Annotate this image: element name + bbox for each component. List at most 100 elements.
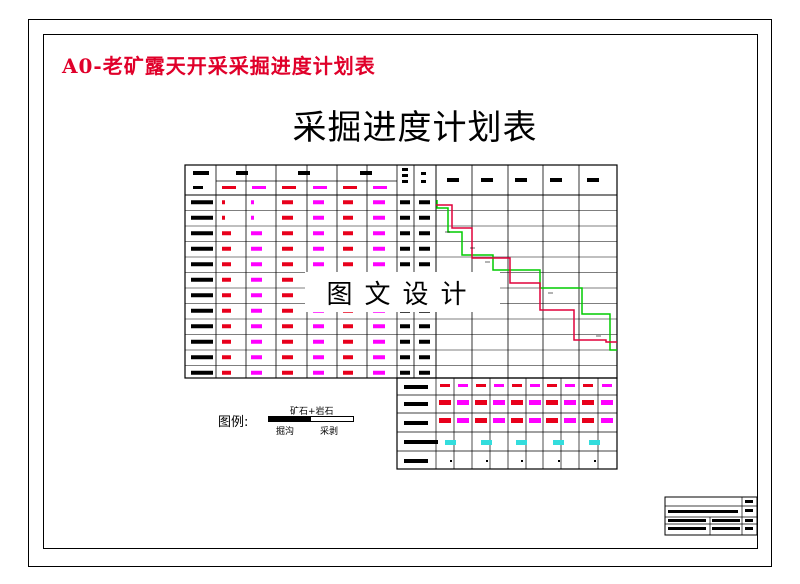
summary-dot-mark: [521, 460, 523, 462]
row-mark: [251, 293, 262, 298]
row-mark: [419, 339, 430, 344]
row-mark: [373, 246, 385, 251]
summary-cell-mark: [475, 418, 487, 423]
title-block-mark: [745, 527, 753, 530]
summary-cyan-mark: [481, 440, 492, 445]
row-mark: [313, 215, 324, 220]
summary-cell-mark: [493, 400, 505, 405]
row-mark: [313, 370, 324, 375]
row-mark: [400, 339, 410, 344]
row-mark: [282, 200, 293, 205]
watermark: 图文设计: [305, 272, 500, 312]
legend-right-text: 采剥: [320, 427, 339, 437]
row-mark: [222, 231, 231, 236]
row-label-mark: [191, 246, 213, 251]
header-mark: [402, 174, 408, 177]
row-mark: [222, 308, 231, 313]
title-block: [664, 496, 758, 536]
row-mark: [373, 324, 385, 329]
summary-cell-mark: [493, 418, 505, 423]
row-mark: [373, 231, 385, 236]
row-mark: [313, 339, 324, 344]
row-label-mark: [191, 324, 213, 329]
row-mark: [282, 215, 293, 220]
subheader-mark: [373, 186, 387, 189]
summary-cell-mark: [439, 400, 451, 405]
summary-header-mark: [530, 384, 540, 387]
summary-cell-mark: [511, 400, 523, 405]
header-mark: [550, 178, 562, 182]
summary-header-mark: [458, 384, 468, 387]
row-mark: [373, 339, 385, 344]
header-mark: [298, 171, 310, 175]
summary-cell-mark: [511, 418, 523, 423]
legend-bar: [268, 416, 354, 422]
summary-cell-mark: [582, 400, 594, 405]
row-mark: [282, 246, 293, 251]
outer-frame: [28, 19, 772, 567]
row-mark: [419, 324, 430, 329]
title-block-mark: [668, 510, 738, 513]
row-label-mark: [191, 308, 213, 313]
row-mark: [222, 324, 231, 329]
row-mark: [282, 324, 293, 329]
summary-cell-mark: [564, 400, 576, 405]
summary-cell-mark: [475, 400, 487, 405]
row-mark: [222, 277, 231, 282]
row-label-mark: [191, 355, 213, 360]
row-mark: [343, 370, 353, 375]
header-mark: [402, 168, 408, 171]
row-mark: [313, 324, 324, 329]
summary-table-border: [396, 377, 618, 470]
row-mark: [222, 246, 231, 251]
summary-label-mark: [404, 459, 428, 463]
legend-left-text: 掘沟: [276, 427, 295, 437]
row-mark: [313, 355, 324, 360]
legend-top-text: 矿石+岩石: [290, 407, 334, 417]
row-mark: [313, 246, 324, 251]
summary-cell-mark: [546, 418, 558, 423]
row-mark: [222, 370, 231, 375]
row-mark: [373, 262, 385, 267]
summary-cell-mark: [529, 400, 541, 405]
row-mark: [419, 231, 430, 236]
row-mark: [400, 355, 410, 360]
title-block-mark: [745, 500, 753, 503]
main-title: 采掘进度计划表: [292, 108, 538, 148]
header-mark: [236, 171, 248, 175]
row-mark: [251, 277, 262, 282]
summary-cell-mark: [546, 400, 558, 405]
row-mark: [222, 262, 231, 267]
summary-label-mark: [404, 421, 428, 425]
header-mark: [421, 180, 426, 183]
row-mark: [251, 262, 262, 267]
row-mark: [343, 324, 353, 329]
row-mark: [313, 262, 324, 267]
row-mark: [222, 355, 231, 360]
row-mark: [251, 370, 262, 375]
summary-cell-mark: [582, 418, 594, 423]
row-mark: [343, 355, 353, 360]
row-mark: [419, 200, 430, 205]
row-label-mark: [191, 277, 213, 282]
row-mark: [313, 200, 324, 205]
summary-cell-mark: [529, 418, 541, 423]
row-mark: [400, 324, 410, 329]
row-mark: [251, 215, 254, 220]
title-block-mark: [712, 527, 740, 530]
row-mark: [343, 339, 353, 344]
row-mark: [222, 200, 225, 205]
row-mark: [343, 200, 353, 205]
header-mark: [421, 172, 426, 175]
row-label-mark: [191, 339, 213, 344]
row-mark: [282, 262, 293, 267]
summary-header-mark: [602, 384, 612, 387]
row-mark: [282, 277, 293, 282]
summary-dot-mark: [486, 460, 488, 462]
summary-dot-mark: [558, 460, 560, 462]
gantt-chart: [436, 200, 617, 351]
row-mark: [282, 355, 293, 360]
row-mark: [222, 293, 231, 298]
row-mark: [282, 339, 293, 344]
